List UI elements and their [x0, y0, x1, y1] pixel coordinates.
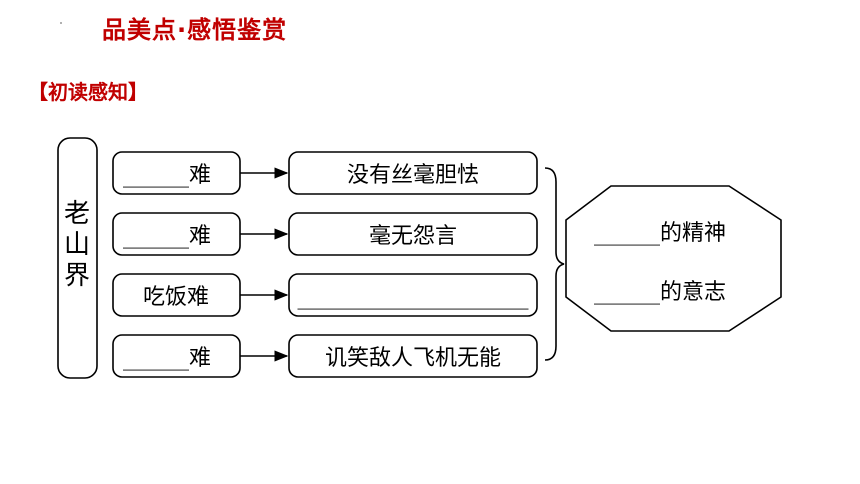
root-char-3: 界 [64, 261, 90, 291]
left-label-1: ______难 [123, 163, 211, 188]
left-box-1: ______难 [112, 151, 241, 195]
middle-label-4: 讥笑敌人飞机无能 [325, 346, 501, 371]
left-label-2: ______难 [123, 224, 211, 249]
root-char-1: 老 [64, 199, 90, 229]
middle-box-2: 毫无怨言 [288, 212, 538, 256]
middle-label-1: 没有丝毫胆怯 [347, 163, 479, 188]
middle-label-2: 毫无怨言 [369, 224, 457, 249]
summary-octagon [565, 185, 782, 332]
decor-dot [60, 22, 62, 24]
left-label-3: 吃饭难 [143, 285, 209, 310]
middle-label-3: _____________________ [298, 285, 529, 310]
left-label-4: ______难 [123, 346, 211, 371]
root-box [57, 137, 98, 379]
left-box-2: ______难 [112, 212, 241, 256]
middle-box-3: _____________________ [288, 273, 538, 317]
right-label-2: ______的意志 [594, 280, 726, 305]
section-heading: 【初读感知】 [28, 80, 148, 104]
middle-box-1: 没有丝毫胆怯 [288, 151, 538, 195]
root-char-2: 山 [64, 230, 90, 260]
left-box-4: ______难 [112, 334, 241, 378]
right-label-1: ______的精神 [594, 221, 726, 246]
middle-box-4: 讥笑敌人飞机无能 [288, 334, 538, 378]
left-box-3: 吃饭难 [112, 273, 241, 317]
brace [544, 167, 565, 361]
page-title: 品美点·感悟鉴赏 [102, 16, 288, 44]
